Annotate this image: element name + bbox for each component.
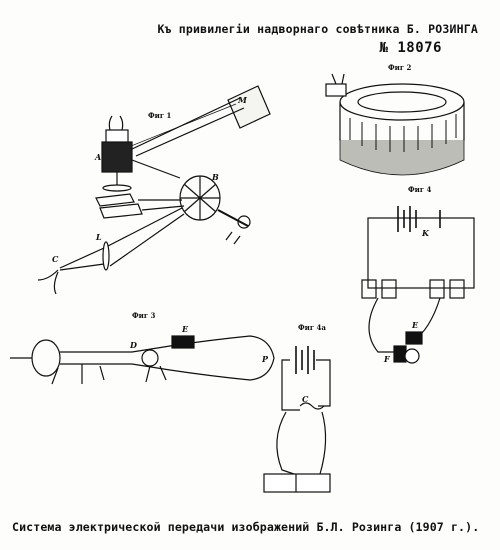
letter-L: L [95, 232, 102, 242]
letter-B: B [211, 172, 219, 182]
fig3-label: Фиг 3 [132, 311, 156, 320]
lens-L [102, 241, 110, 271]
figure-2: Фиг 2 [325, 63, 465, 176]
ring-base [339, 140, 465, 176]
electromagnet-E [405, 331, 423, 345]
resistor [299, 402, 325, 410]
letter-K: K [421, 228, 430, 238]
ring-inner [357, 91, 447, 113]
electromagnet-F [393, 345, 407, 363]
patent-number: № 18076 [379, 40, 442, 56]
figure-4a: Фиг 4а C [263, 323, 331, 493]
battery [295, 346, 315, 374]
letter-F: F [383, 354, 391, 364]
letter-M: M [237, 95, 248, 105]
light-beam [125, 103, 237, 149]
drum-axle [217, 209, 249, 227]
lens [102, 184, 132, 192]
wire [108, 115, 124, 131]
plate [95, 193, 135, 207]
light-beam [141, 205, 185, 211]
figure-3: Фиг 3 P E D [10, 311, 275, 385]
light-beam [109, 213, 185, 267]
light-beam [129, 97, 241, 151]
pulley [237, 215, 251, 229]
fig4-label: Фиг 4 [408, 185, 432, 194]
deflection-magnet [171, 335, 195, 349]
technical-drawing: Фиг 1 M A [10, 63, 475, 493]
letter-D: D [129, 340, 137, 350]
letter-E: E [181, 324, 189, 334]
tube-body [131, 335, 275, 381]
privilege-header: Къ привилегіи надворнаго совѣтника Б. РО… [157, 22, 478, 36]
fig1-label: Фиг 1 [148, 111, 172, 120]
wire [281, 359, 300, 411]
fig4a-label: Фиг 4а [298, 323, 326, 332]
light-beam [107, 207, 183, 247]
wire [225, 231, 241, 245]
figure-1: Фиг 1 M A [37, 85, 271, 295]
wire [331, 73, 345, 85]
light-beam [59, 247, 105, 269]
letter-A: A [94, 152, 101, 162]
wire [37, 269, 59, 295]
letter-C: C [52, 254, 59, 264]
tube-end [404, 348, 420, 364]
diaphragm [141, 349, 159, 367]
tube-cathode-bulb [31, 339, 61, 377]
letter-C: C [302, 394, 309, 404]
figure-4: Фиг 4 K E F [361, 185, 475, 364]
receiver-block [263, 473, 331, 493]
light-source-top [105, 129, 129, 143]
coil-row [361, 279, 465, 299]
mirror-screen [227, 85, 271, 129]
fig2-label: Фиг 2 [388, 63, 412, 72]
cable [276, 411, 327, 477]
light-beam [59, 263, 105, 271]
caption: Система электрической передачи изображен… [12, 520, 480, 534]
light-beam [131, 159, 181, 179]
wire [368, 297, 394, 353]
letter-E: E [411, 320, 419, 330]
circuit-frame [367, 217, 475, 289]
letter-P: P [261, 354, 269, 364]
ring-teeth [349, 114, 457, 152]
battery-K [397, 206, 441, 232]
light-source-box [101, 141, 133, 173]
light-beam [135, 107, 245, 157]
clamp [325, 83, 347, 97]
plate [99, 203, 143, 219]
wire [10, 357, 167, 385]
wire [316, 359, 331, 407]
